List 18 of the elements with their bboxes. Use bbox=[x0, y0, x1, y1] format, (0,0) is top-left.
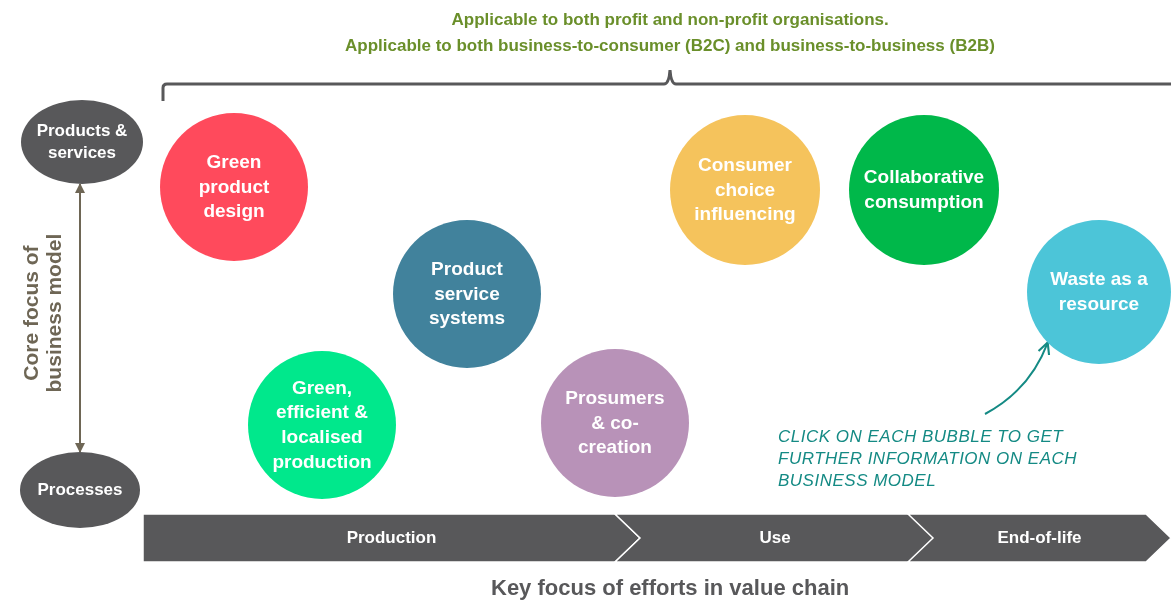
category-ellipse: Products & services bbox=[21, 100, 143, 184]
value-chain-stage: Production bbox=[143, 514, 640, 562]
bubble: Consumer choice influencing bbox=[670, 115, 820, 265]
arrow bbox=[75, 183, 85, 453]
bubble: Prosumers & co-creation bbox=[541, 349, 689, 497]
bubble: Green product design bbox=[160, 113, 308, 261]
scope-note: Applicable to both profit and non-profit organisations. bbox=[451, 10, 889, 30]
bubble: Product service systems bbox=[393, 220, 541, 368]
axis-title: Key focus of efforts in value chain bbox=[491, 575, 850, 601]
scope-note: Applicable to both business-to-consumer (B2C) and business-to-business (B2B) bbox=[345, 36, 995, 56]
axis-title: Core focus of business model bbox=[18, 232, 66, 395]
category-ellipse: Processes bbox=[20, 452, 140, 528]
value-chain-stage: End-of-life bbox=[908, 514, 1171, 562]
bubble: Green, efficient & localised production bbox=[248, 351, 396, 499]
hint-note: CLICK ON EACH BUBBLE TO GET FURTHER INFORMATION ON EACH BUSINESS MODEL bbox=[778, 428, 1108, 490]
arrow bbox=[984, 341, 1050, 415]
bubble: Collaborative consumption bbox=[849, 115, 999, 265]
bubble: Waste as a resource bbox=[1027, 220, 1171, 364]
